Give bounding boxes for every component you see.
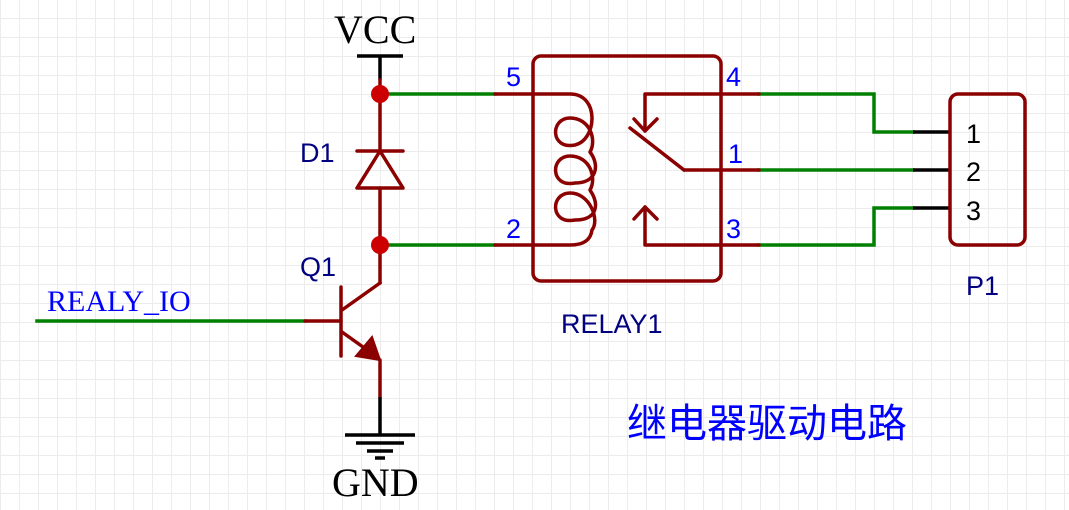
relay-pin-2-label: 2	[506, 214, 521, 244]
p1-body	[948, 92, 1027, 247]
net-label-realy-io[interactable]: REALY_IO	[47, 285, 191, 318]
wire-relay3-p1-3[interactable]	[757, 206, 915, 247]
schematic-title: 继电器驱动电路	[627, 401, 907, 447]
junction-collector	[371, 236, 389, 254]
transistor-q1[interactable]: Q1	[300, 243, 382, 399]
emitter-arrow	[354, 335, 382, 362]
wires	[35, 78, 915, 323]
p1-pin-1-label: 1	[966, 119, 981, 149]
p1-ref: P1	[966, 271, 999, 301]
relay-pin-4-label: 4	[726, 62, 741, 92]
relay-nc-arrow	[632, 117, 659, 133]
vcc-power-symbol[interactable]: VCC	[334, 7, 416, 80]
p1-pin-3-label: 3	[966, 196, 981, 226]
diode-ref: D1	[300, 138, 335, 168]
relay-no-contact	[643, 205, 761, 247]
relay-pin-5-label: 5	[506, 62, 521, 92]
relay-coil	[493, 92, 598, 247]
collector-diagonal	[340, 281, 382, 312]
junction-vcc	[371, 85, 389, 103]
gnd-power-symbol[interactable]: GND	[332, 397, 419, 505]
relay-switch-arm	[628, 126, 686, 172]
p1-pin-2-label: 2	[966, 157, 981, 187]
relay-nc-contact	[643, 92, 761, 133]
gnd-label: GND	[332, 460, 419, 505]
diode-d1[interactable]: D1	[300, 92, 405, 247]
wire-relay4-p1-1[interactable]	[757, 92, 915, 134]
relay-pin-3-label: 3	[726, 214, 741, 244]
relay-no-arrow	[632, 205, 659, 221]
relay-pin-1-label: 1	[728, 139, 743, 169]
relay-ref: RELAY1	[561, 309, 663, 339]
relay-relay1[interactable]: 5 2 4 1 3 RELAY1	[493, 54, 761, 339]
connector-p1[interactable]: 1 2 3 P1	[913, 92, 1027, 301]
transistor-ref: Q1	[300, 252, 336, 282]
vcc-label: VCC	[334, 7, 416, 52]
